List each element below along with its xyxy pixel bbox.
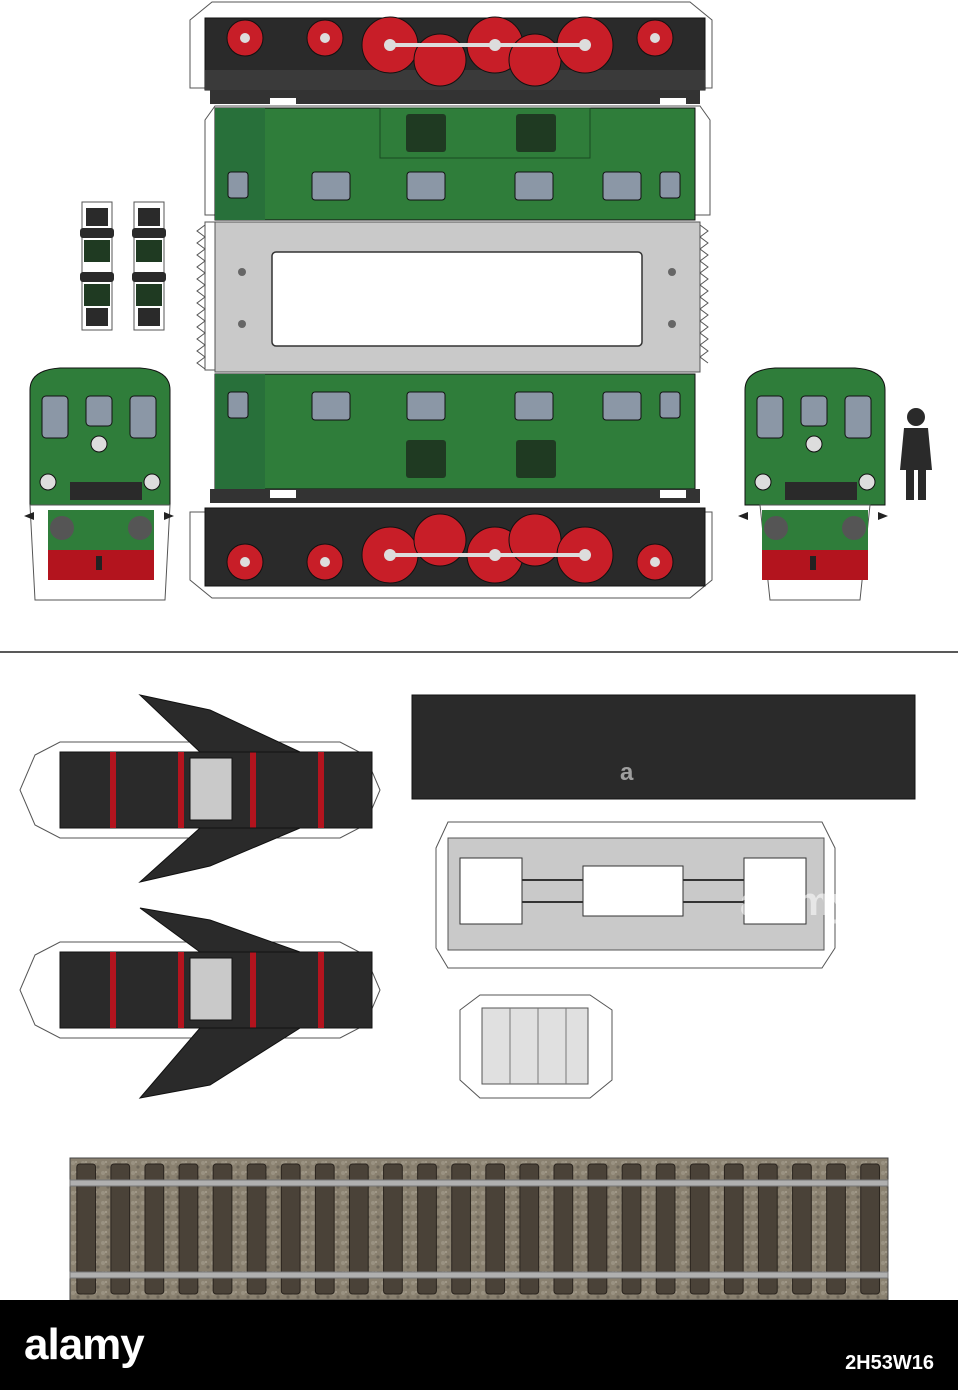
cut-mark-arrow-icon — [878, 512, 888, 520]
track-rail — [69, 1271, 889, 1279]
track-sleeper — [553, 1163, 574, 1295]
svg-text:a: a — [470, 891, 484, 918]
track-sleeper — [144, 1163, 165, 1295]
cut-mark-arrow-icon — [164, 512, 174, 520]
svg-text:a: a — [620, 759, 634, 786]
lower-running-gear — [189, 507, 713, 599]
person-silhouette-icon — [900, 408, 932, 500]
paper-model-sheet: a a a alamy — [0, 1, 958, 1301]
cut-mark-arrow-icon — [738, 512, 748, 520]
small-box-part — [459, 994, 613, 1099]
track-sleeper — [826, 1163, 846, 1295]
buffer-parts — [80, 201, 166, 331]
track-sleeper — [246, 1163, 267, 1295]
image-code: 2H53W16 — [845, 1352, 934, 1374]
track-sleeper — [757, 1163, 778, 1295]
svg-text:alamy: alamy — [740, 880, 854, 924]
roof-panel — [196, 221, 709, 373]
front-end-right — [744, 367, 886, 601]
track-sleeper — [76, 1163, 97, 1295]
track-sleeper — [383, 1163, 403, 1295]
base-plate-black — [411, 694, 916, 800]
front-end-left — [29, 367, 171, 601]
track-sleeper — [417, 1163, 437, 1295]
lower-body-side — [210, 373, 700, 503]
underframe-panel — [435, 821, 836, 969]
bogie-net-upper — [19, 694, 381, 883]
upper-body-side — [204, 105, 711, 221]
track-sleeper — [792, 1163, 812, 1295]
cut-mark-arrow-icon — [24, 512, 34, 520]
watermark: a a a alamy — [318, 252, 854, 924]
track-segment — [69, 1157, 889, 1301]
track-rail — [69, 1179, 889, 1187]
track-sleeper — [451, 1163, 471, 1295]
svg-text:a: a — [318, 252, 327, 269]
track-sleeper — [860, 1163, 880, 1295]
track-sleeper — [723, 1163, 744, 1295]
track-sleeper — [280, 1163, 301, 1295]
track-sleeper — [485, 1163, 506, 1295]
upper-running-gear — [189, 1, 713, 106]
upper-wheels — [226, 16, 674, 87]
track-sleeper — [212, 1163, 233, 1295]
footer-bar: alamy 2H53W16 — [0, 1300, 958, 1390]
track-sleeper — [178, 1163, 199, 1295]
track-sleeper — [655, 1163, 676, 1295]
track-sleeper — [587, 1163, 608, 1295]
track-sleeper — [348, 1163, 369, 1295]
track-sleeper — [314, 1163, 335, 1295]
track-sleeper — [621, 1163, 642, 1295]
track-sleeper — [110, 1163, 131, 1295]
brand-logo: alamy — [24, 1320, 145, 1369]
track-sleeper — [689, 1163, 710, 1295]
track-sleeper — [519, 1163, 540, 1295]
bogie-net-lower — [19, 907, 381, 1099]
